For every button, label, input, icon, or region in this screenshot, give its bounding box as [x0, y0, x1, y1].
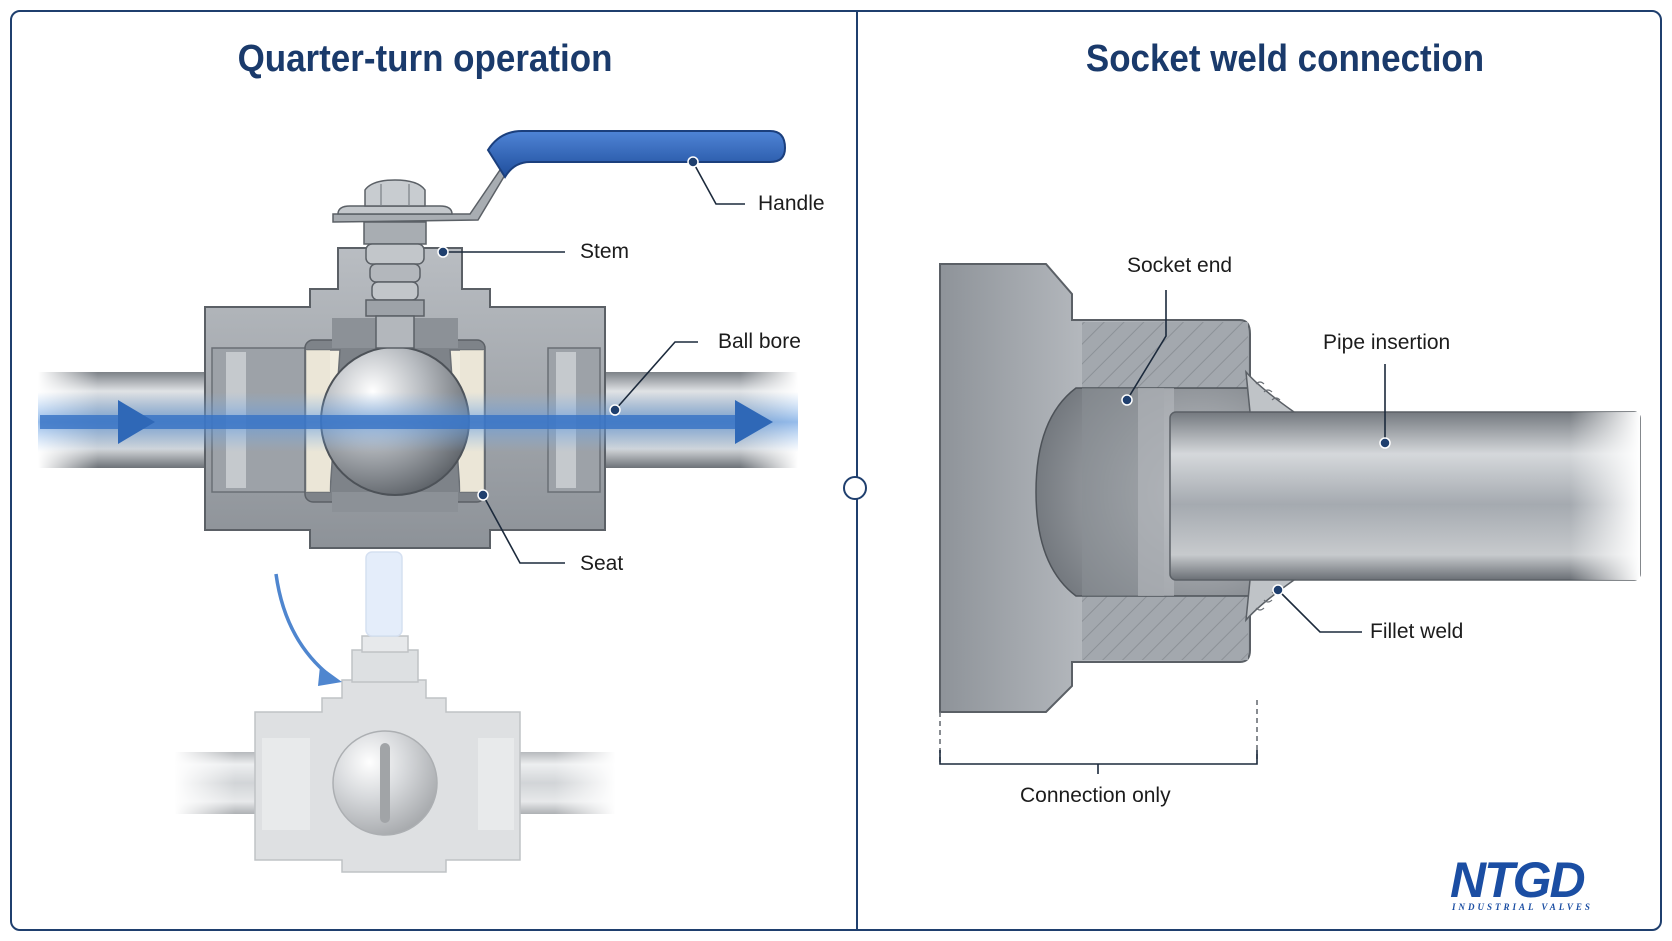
valve-stem [363, 221, 427, 349]
company-logo: NTGD INDUSTRIAL VALVES [1450, 852, 1636, 918]
left-panel-title: Quarter-turn operation [237, 38, 613, 80]
label-connection-only: Connection only [1020, 784, 1171, 807]
right-callout-dots [1121, 394, 1391, 596]
inserted-pipe [1169, 411, 1641, 581]
flow-arrow-outlet [735, 400, 773, 444]
fillet-weld-bottom [1245, 579, 1297, 623]
outer-border [10, 10, 1662, 931]
logo-tagline: INDUSTRIAL VALVES [1452, 902, 1593, 912]
rotation-arrow-curve [274, 573, 332, 678]
logo-wordmark: NTGD [1450, 852, 1586, 908]
right-panel-title: Socket weld connection [1085, 38, 1485, 80]
label-handle: Handle [758, 192, 825, 215]
flow-band [38, 392, 798, 452]
handle-assembly [332, 130, 787, 223]
fillet-weld-top [1245, 369, 1297, 413]
label-seat: Seat [580, 552, 624, 575]
label-ball-bore: Ball bore [718, 330, 801, 353]
connection-bracket [939, 700, 1258, 774]
label-stem: Stem [580, 240, 630, 263]
panel-divider [856, 12, 858, 929]
label-socket-end: Socket end [1127, 254, 1233, 277]
closed-valve-illustration [175, 551, 615, 873]
label-pipe-insertion: Pipe insertion [1323, 331, 1451, 354]
label-fillet-weld: Fillet weld [1370, 620, 1464, 643]
left-callout-dots [437, 156, 699, 501]
flow-arrow-inlet [118, 400, 155, 444]
right-callout-lines [1126, 290, 1386, 633]
divider-knob [843, 476, 867, 500]
left-callout-lines [443, 161, 745, 564]
rotation-arrow-head [318, 666, 342, 686]
